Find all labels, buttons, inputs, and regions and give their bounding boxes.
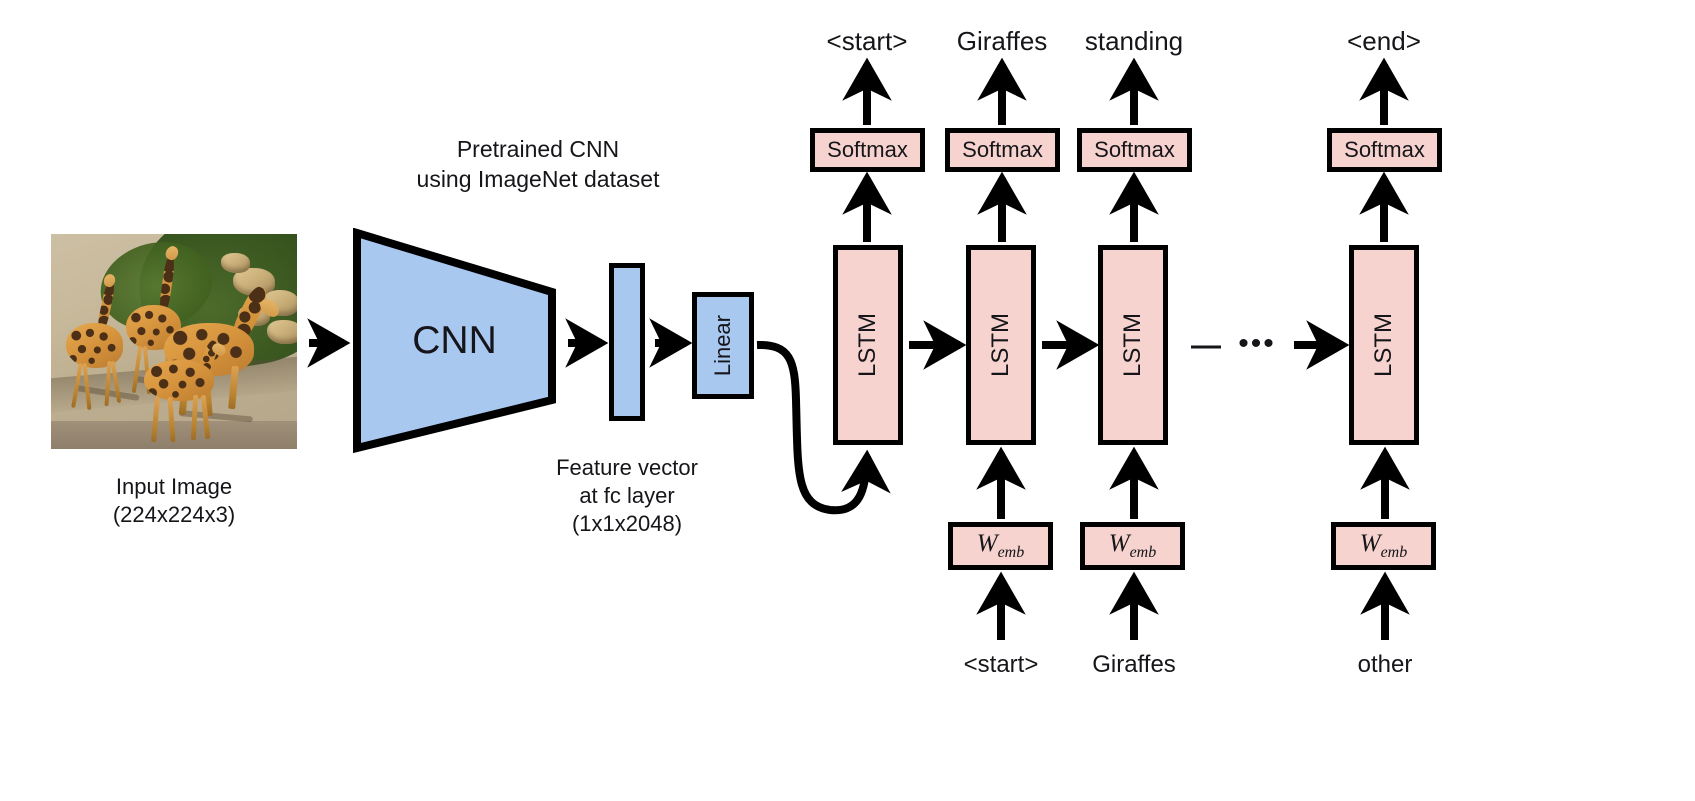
output-word-1: Giraffes — [956, 26, 1048, 56]
cnn-block: CNN — [352, 227, 557, 454]
input-word-1: <start> — [963, 651, 1039, 678]
lstm-label: LSTM — [854, 312, 881, 377]
embedding-block-1: Wemb — [948, 522, 1053, 570]
cnn-annotation-line2: using ImageNet dataset — [416, 166, 660, 192]
continuation-dash: — — [1191, 329, 1221, 362]
lstm-label: LSTM — [987, 312, 1014, 377]
lstm-block-1: LSTM — [966, 245, 1036, 445]
lstm-label: LSTM — [1119, 312, 1146, 377]
output-word-2: standing — [1084, 26, 1184, 56]
input-image-label: Input Image — [115, 474, 233, 499]
feature-vector-line2: at fc layer — [579, 483, 675, 508]
softmax-block-0: Softmax — [810, 128, 925, 172]
input-image-photo — [51, 234, 297, 449]
embedding-label: Wemb — [976, 530, 1025, 561]
softmax-label: Softmax — [1094, 137, 1175, 162]
embedding-label: Wemb — [1108, 530, 1157, 561]
linear-block-label: Linear — [710, 314, 735, 377]
cnn-annotation-line1: Pretrained CNN — [456, 136, 620, 162]
softmax-label: Softmax — [1344, 137, 1425, 162]
feature-vector-bar — [609, 263, 645, 421]
output-word-3: <end> — [1347, 26, 1421, 56]
feature-vector-line1: Feature vector — [556, 455, 698, 480]
softmax-label: Softmax — [962, 137, 1043, 162]
input-word-2: Giraffes — [1092, 651, 1176, 678]
lstm-block-2: LSTM — [1098, 245, 1168, 445]
embedding-block-3: Wemb — [1331, 522, 1436, 570]
input-word-3: other — [1357, 651, 1413, 678]
output-word-0: <start> — [826, 26, 908, 56]
softmax-block-2: Softmax — [1077, 128, 1192, 172]
lstm-label: LSTM — [1370, 312, 1397, 377]
continuation-dots: ••• — [1238, 327, 1276, 360]
softmax-label: Softmax — [827, 137, 908, 162]
linear-block: Linear — [692, 292, 754, 399]
embedding-block-2: Wemb — [1080, 522, 1185, 570]
input-image-shape: (224x224x3) — [112, 502, 236, 527]
lstm-block-3: LSTM — [1349, 245, 1419, 445]
embedding-label: Wemb — [1359, 530, 1408, 561]
softmax-block-3: Softmax — [1327, 128, 1442, 172]
softmax-block-1: Softmax — [945, 128, 1060, 172]
cnn-block-label: CNN — [412, 318, 497, 362]
lstm-block-0: LSTM — [833, 245, 903, 445]
feature-vector-line3: (1x1x2048) — [571, 511, 683, 536]
